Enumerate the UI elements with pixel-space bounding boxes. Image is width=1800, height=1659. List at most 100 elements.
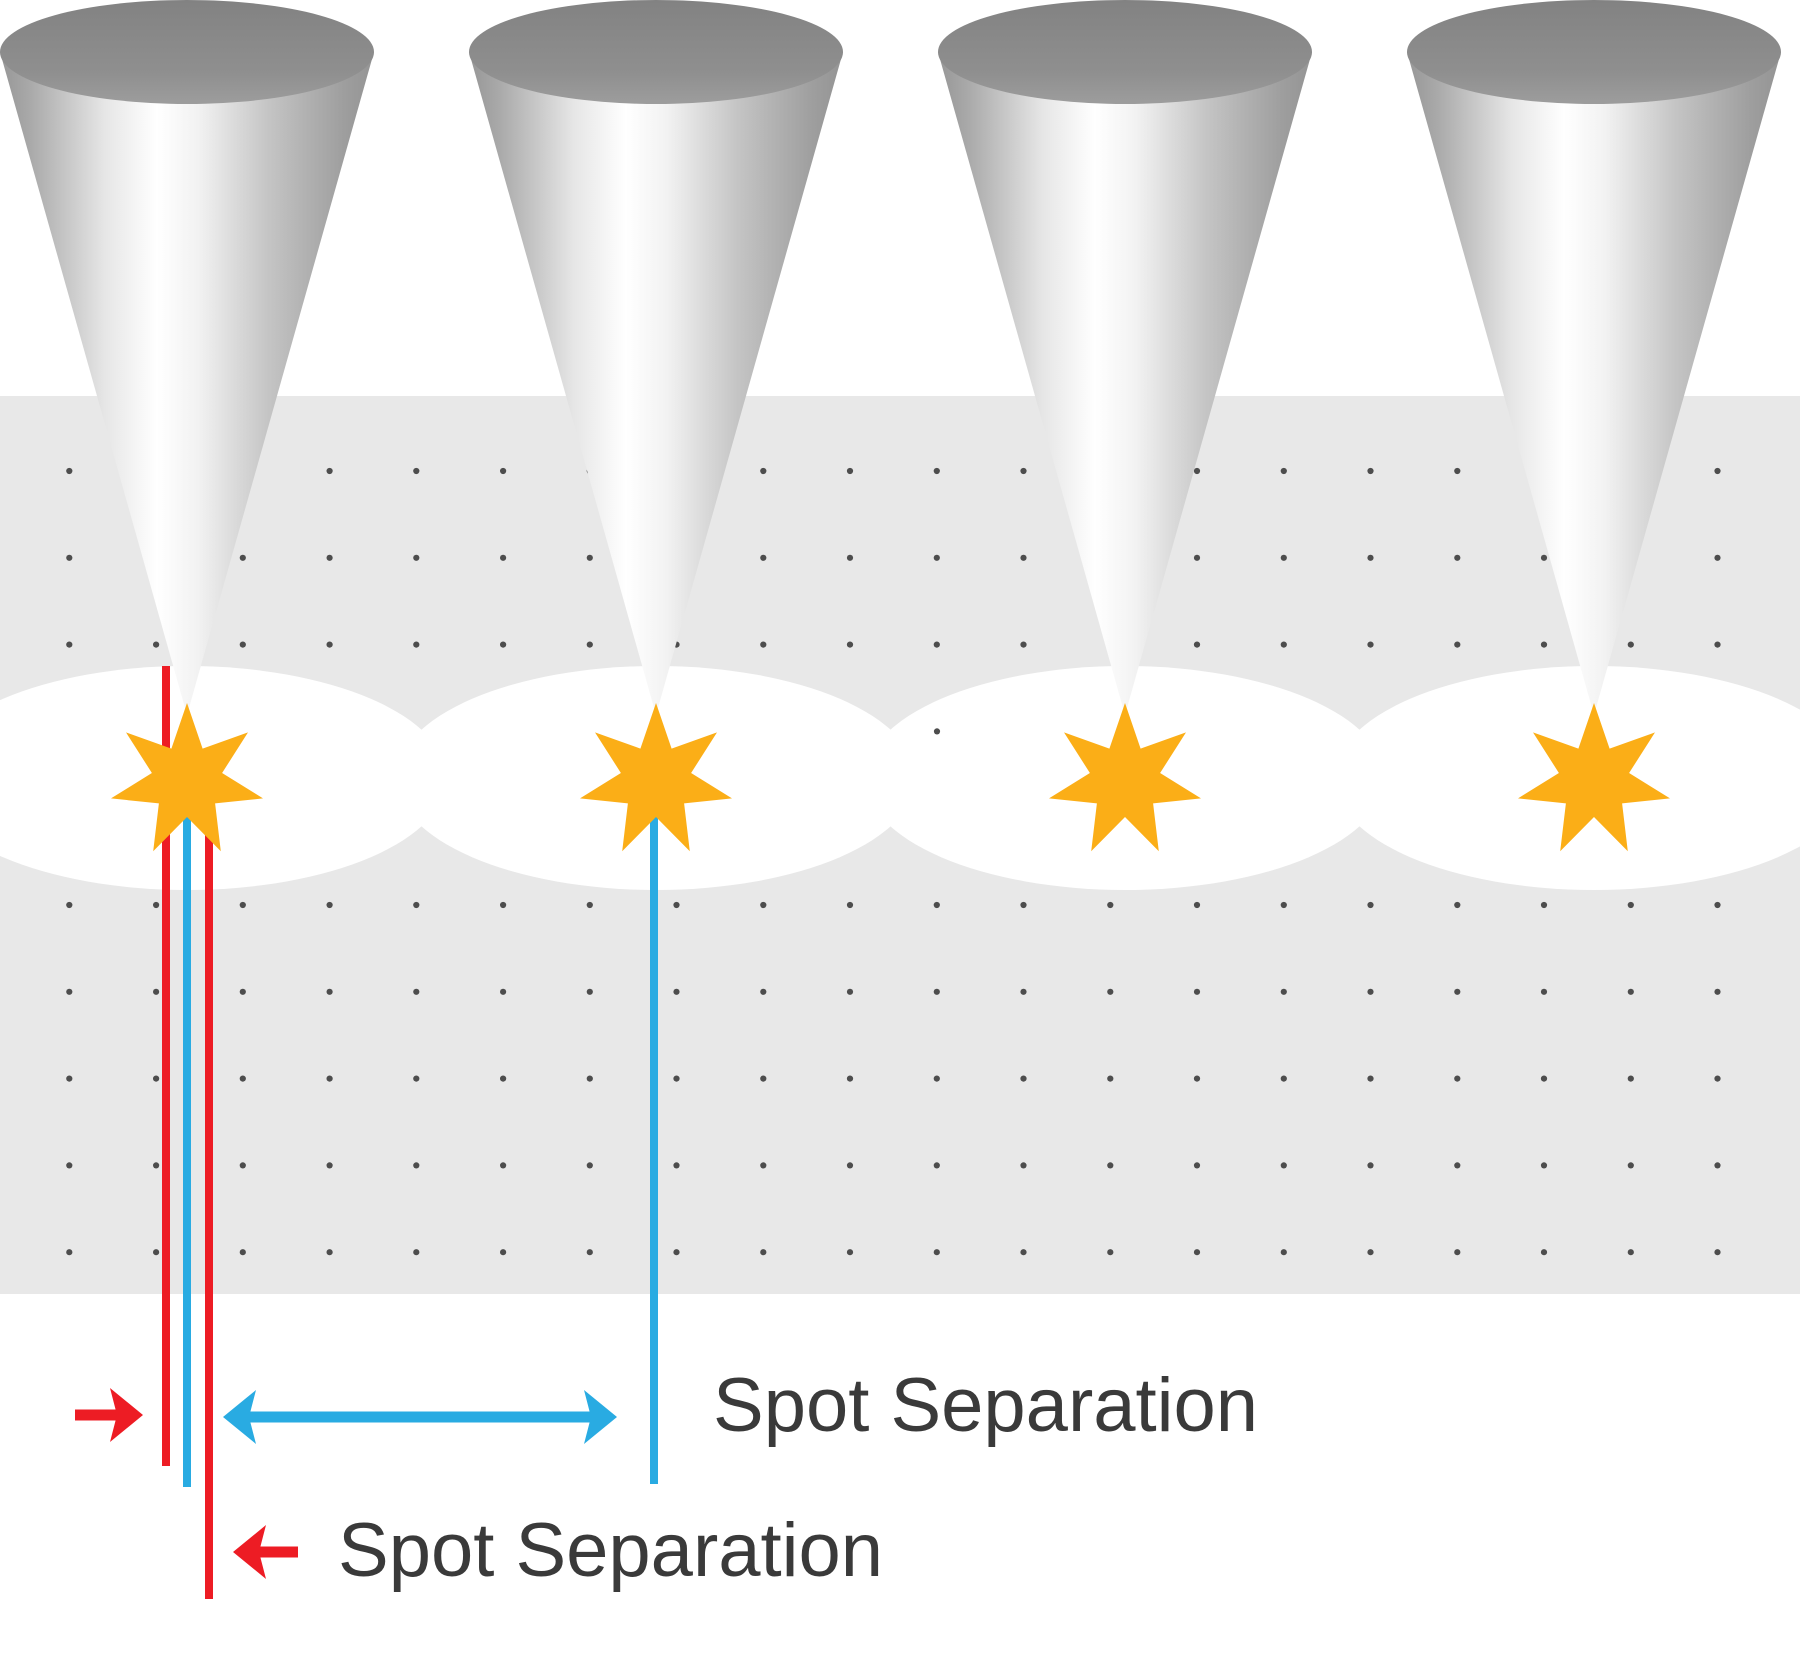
material-dot <box>1280 641 1287 648</box>
material-dot <box>760 901 767 909</box>
material-dot <box>1193 988 1201 995</box>
material-dot <box>1193 1075 1201 1082</box>
red-arrowhead-right <box>110 1388 143 1442</box>
material-dot <box>326 641 333 648</box>
material-dot <box>1193 1249 1201 1256</box>
material-dot <box>846 988 854 995</box>
material-dot <box>1714 641 1721 648</box>
material-dot <box>1454 467 1461 475</box>
material-dot <box>586 901 593 909</box>
focal-spot-star <box>1049 703 1201 852</box>
material-dot <box>66 1162 73 1169</box>
material-dot <box>1714 554 1721 561</box>
material-dot <box>760 467 767 475</box>
cone-body <box>938 52 1312 715</box>
material-dot <box>586 1249 593 1256</box>
material-dot <box>1020 641 1027 648</box>
cone-body <box>469 52 843 715</box>
material-dot <box>846 554 854 561</box>
material-dot <box>586 1162 593 1169</box>
material-dot <box>1540 1249 1548 1256</box>
material-dot <box>933 988 940 995</box>
material-dot <box>1193 641 1201 648</box>
material-dot <box>1627 641 1634 648</box>
material-dot <box>413 1162 420 1169</box>
material-dot <box>1367 1162 1374 1169</box>
material-dot <box>239 554 246 561</box>
material-dot <box>673 1075 680 1082</box>
material-dot <box>673 901 680 909</box>
material-dot <box>1107 1162 1114 1169</box>
material-dot <box>586 1075 593 1082</box>
material-dot <box>1454 1249 1461 1256</box>
blue-arrowhead-left <box>223 1390 256 1444</box>
material-dot <box>933 1162 940 1169</box>
material-dot <box>413 641 420 648</box>
material-dot <box>1020 1162 1027 1169</box>
material-dot <box>760 988 767 995</box>
material-dot <box>326 988 333 995</box>
material-dot <box>326 467 333 475</box>
material-dot <box>1540 1075 1548 1082</box>
material-dot <box>933 1075 940 1082</box>
material-dot <box>846 1162 854 1169</box>
material-dot <box>239 1075 246 1082</box>
blue-arrowhead-right <box>584 1390 617 1444</box>
material-dot <box>1020 1075 1027 1082</box>
material-dot <box>760 1162 767 1169</box>
material-dot <box>1020 554 1027 561</box>
material-dot <box>239 901 246 909</box>
material-dot <box>239 988 246 995</box>
material-dot <box>66 1249 73 1256</box>
material-dot <box>500 1075 507 1082</box>
material-dot <box>586 554 593 561</box>
material-dot <box>1280 554 1287 561</box>
material-dot <box>326 1249 333 1256</box>
material-dot <box>1627 1162 1634 1169</box>
beam-cones <box>0 0 1781 715</box>
beam-cone <box>938 0 1312 715</box>
material-dot <box>1367 554 1374 561</box>
material-dot <box>239 1249 246 1256</box>
material-dot <box>239 641 246 648</box>
focal-spot-star <box>580 703 732 852</box>
material-dot <box>413 1075 420 1082</box>
material-dot <box>66 901 73 909</box>
material-dot <box>66 988 73 995</box>
material-dot <box>153 901 160 909</box>
material-dot <box>413 988 420 995</box>
material-dot <box>413 901 420 909</box>
material-dot <box>1367 988 1374 995</box>
material-dot <box>1020 467 1027 475</box>
material-dot <box>1454 641 1461 648</box>
material-dot <box>1627 988 1634 995</box>
material-dot <box>326 1075 333 1082</box>
material-dot <box>846 1075 854 1082</box>
material-dot <box>1280 467 1287 475</box>
material-dot <box>1454 1162 1461 1169</box>
material-dot <box>933 641 940 648</box>
material-dot <box>1540 988 1548 995</box>
cone-body <box>1407 52 1781 715</box>
material-dot <box>1714 1162 1721 1169</box>
material-dot <box>1367 467 1374 475</box>
beam-cone <box>1407 0 1781 715</box>
material-dot <box>326 554 333 561</box>
material-dot <box>153 1249 160 1256</box>
separation-arrows <box>75 1388 617 1579</box>
material-dot <box>1193 901 1201 909</box>
material-dot <box>1280 1249 1287 1256</box>
material-dot <box>1280 1075 1287 1082</box>
material-dot <box>326 1162 333 1169</box>
material-dot <box>846 641 854 648</box>
material-dot <box>500 641 507 648</box>
red-arrowhead-left <box>233 1525 266 1579</box>
beam-cone <box>469 0 843 715</box>
cone-top-face <box>938 0 1312 104</box>
beam-cone <box>0 0 374 715</box>
material-dot <box>1020 988 1027 995</box>
material-dot <box>1193 1162 1201 1169</box>
material-dot <box>760 1249 767 1256</box>
material-dot <box>1107 988 1114 995</box>
